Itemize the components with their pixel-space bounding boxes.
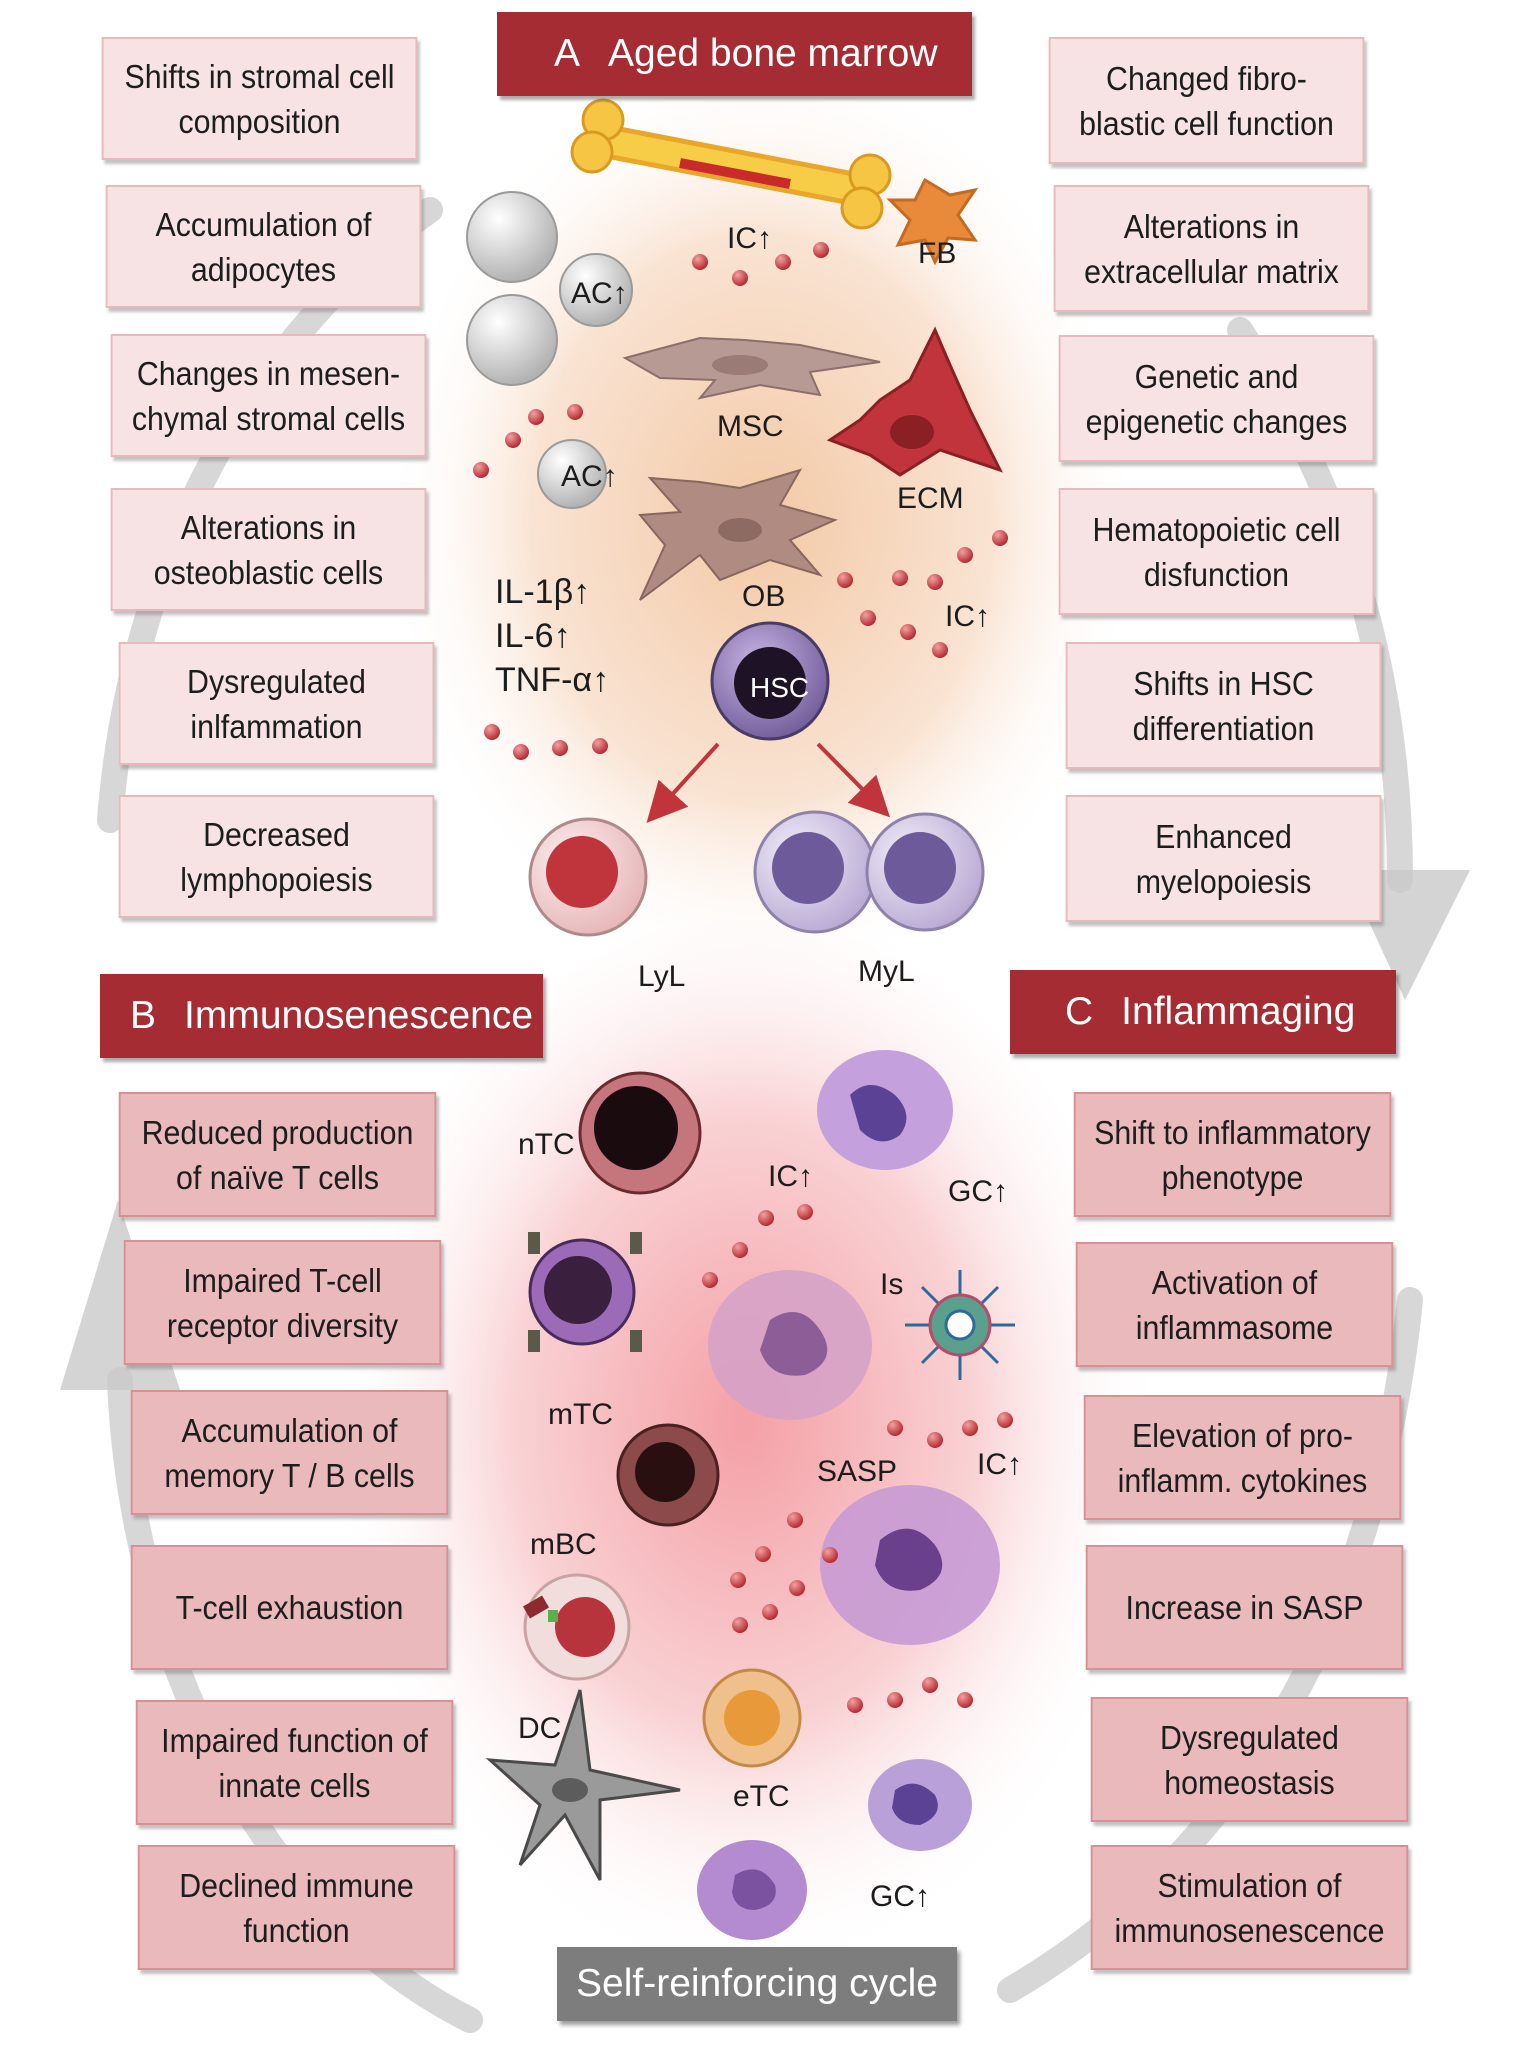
cytokine-il1b: IL-1β↑: [495, 573, 591, 611]
label-gc-1: GC↑: [948, 1175, 1008, 1208]
label-ob: OB: [742, 580, 786, 613]
inflamm-box-6: Stimulation of immunosenescence: [1090, 1845, 1409, 1970]
immuno-box-2: Impaired T-cell receptor diversity: [123, 1240, 442, 1365]
label-hsc: HSC: [750, 672, 810, 703]
cytokine-il6: IL-6↑: [495, 617, 571, 655]
fibroblast-icon: [886, 177, 979, 266]
label-etc: eTC: [733, 1780, 790, 1813]
bm-right-box-1: Changed fibro- blastic cell function: [1048, 37, 1365, 164]
senescent-cell-icon: [708, 1270, 872, 1420]
dendritic-cell-icon: [485, 1689, 681, 1881]
label-fb: FB: [918, 237, 957, 270]
cytokine-list: IL-1β↑ IL-6↑ TNF-α↑: [495, 570, 609, 702]
bm-right-box-2: Alterations in extracellular matrix: [1053, 185, 1370, 312]
memory-t-cell-icon: [528, 1232, 642, 1352]
label-ac-1: AC↑: [571, 277, 628, 310]
lymphoid-cell-icon: [528, 817, 648, 937]
inflamm-box-4: Increase in SASP: [1085, 1545, 1404, 1670]
bm-right-box-5: Shifts in HSC differentiation: [1065, 642, 1382, 769]
naive-t-cell-icon: [578, 1071, 702, 1195]
granulocyte-icon-mid: [820, 1485, 1000, 1645]
cytokine-tnfa: TNF-α↑: [495, 661, 610, 699]
bm-left-box-5: Dysregulated inlfammation: [118, 642, 435, 765]
bm-left-box-6: Decreased lymphopoiesis: [118, 795, 435, 918]
myeloid-arrow: [816, 742, 891, 818]
inflamm-box-3: Elevation of pro- inflamm. cytokines: [1083, 1395, 1402, 1520]
label-ecm: ECM: [897, 482, 964, 515]
granulocyte-icon-top: [817, 1050, 953, 1170]
bm-right-box-4: Hematopoietic cell disfunction: [1058, 488, 1375, 615]
macrophage-icon: [697, 1840, 807, 1940]
label-mbc: mBC: [530, 1528, 597, 1561]
effector-t-cell-icon: [702, 1668, 802, 1768]
header-aged-bone-marrow: A Aged bone marrow: [497, 12, 972, 96]
header-c-title: Inflammaging: [1121, 990, 1356, 1033]
header-b-title: Immunosenescence: [184, 994, 534, 1037]
header-b-letter: B: [130, 994, 157, 1037]
label-ic-3: IC↑: [768, 1160, 813, 1193]
msc-nucleus: [712, 355, 768, 375]
ecm-icon: [826, 326, 1003, 477]
bm-right-box-6: Enhanced myelopoiesis: [1065, 795, 1382, 922]
inflamm-box-1: Shift to inflammatory phenotype: [1073, 1092, 1392, 1217]
inflammasome-icon: [905, 1270, 1015, 1380]
immuno-box-1: Reduced production of naïve T cells: [118, 1092, 437, 1217]
header-inflammaging: C Inflammaging: [1010, 970, 1396, 1054]
myeloid-cell-icon: [753, 810, 985, 934]
bm-left-box-1: Shifts in stromal cell composition: [101, 37, 418, 160]
immuno-box-3: Accumulation of memory T / B cells: [130, 1390, 449, 1515]
lymphoid-arrow: [646, 742, 720, 823]
cytokine-dots: [473, 242, 1013, 1713]
adipocyte-icons: [466, 191, 633, 509]
header-a-letter: A: [554, 32, 581, 75]
bm-left-box-4: Alterations in osteoblastic cells: [110, 488, 427, 611]
label-ntc: nTC: [518, 1128, 575, 1161]
label-msc: MSC: [717, 410, 784, 443]
bm-right-box-3: Genetic and epigenetic changes: [1058, 335, 1375, 462]
label-ic-4: IC↑: [977, 1448, 1022, 1481]
inflamm-box-5: Dysregulated homeostasis: [1090, 1697, 1409, 1822]
bone-icon: [570, 98, 892, 230]
inflamm-box-2: Activation of inflammasome: [1075, 1242, 1394, 1367]
self-reinforcing-cycle-label: Self-reinforcing cycle: [557, 1947, 957, 2021]
inflammation-glow: [325, 920, 1165, 2040]
label-ic-1: IC↑: [727, 222, 772, 255]
immuno-box-5: Impaired function of innate cells: [135, 1700, 454, 1825]
memory-t-cell-2-icon: [616, 1423, 720, 1527]
header-a-title: Aged bone marrow: [608, 32, 938, 75]
label-lyl: LyL: [638, 960, 686, 993]
label-ac-2: AC↑: [561, 460, 618, 493]
memory-b-cell-icon: [522, 1573, 631, 1681]
label-gc-2: GC↑: [870, 1880, 930, 1913]
label-ic-2: IC↑: [945, 600, 990, 633]
hsc-icon: [710, 621, 830, 741]
label-myl: MyL: [858, 955, 915, 988]
granulocyte-icon-bottom: [868, 1759, 972, 1851]
bm-left-box-3: Changes in mesen- chymal stromal cells: [110, 334, 427, 457]
osteoblast-icon: [637, 468, 838, 601]
immuno-box-4: T-cell exhaustion: [130, 1545, 449, 1670]
header-immunosenescence: B Immunosenescence: [100, 974, 543, 1058]
label-is: Is: [880, 1268, 904, 1301]
immuno-box-6: Declined immune function: [137, 1845, 456, 1970]
header-c-letter: C: [1065, 990, 1094, 1033]
label-sasp: SASP: [817, 1455, 898, 1488]
label-dc: DC: [518, 1712, 562, 1745]
bm-left-box-2: Accumulation of adipocytes: [105, 185, 422, 308]
label-mtc: mTC: [548, 1398, 613, 1431]
